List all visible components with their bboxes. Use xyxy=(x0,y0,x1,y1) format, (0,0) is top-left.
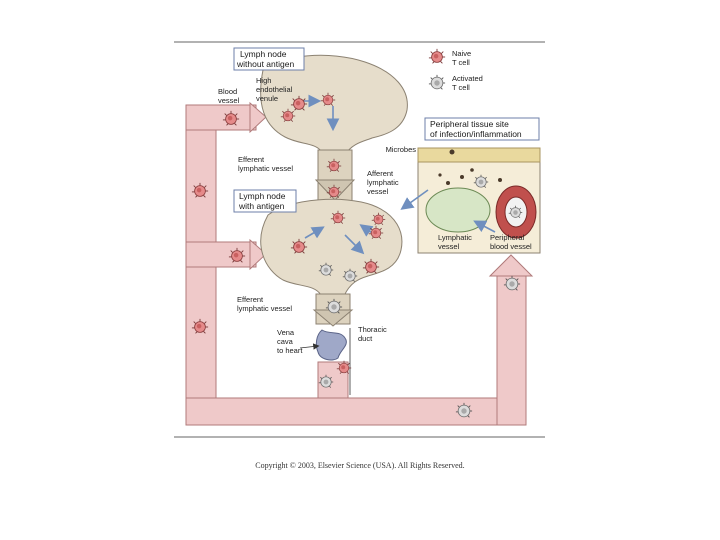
vena-cava xyxy=(315,329,347,361)
return-arrowhead xyxy=(488,254,534,277)
hev-label-line2: endothelial xyxy=(256,85,293,94)
copyright-caption: Copyright © 2003, Elsevier Science (USA)… xyxy=(255,461,464,470)
legend-naive-cell xyxy=(428,48,446,64)
ln-without-title-line1: Lymph node xyxy=(240,49,287,59)
afferent-label-line1: Afferent xyxy=(367,169,394,178)
inflow-chevron-middle xyxy=(249,238,267,271)
thoracic-label-line1: Thoracic xyxy=(358,325,387,334)
arrow-node-interior-1 xyxy=(344,234,365,255)
legend-naive-label-line1: Naive xyxy=(452,49,471,58)
blood-vessel-label-line1: Blood xyxy=(218,87,237,96)
peripheral-title-line1: Peripheral tissue site xyxy=(430,119,509,129)
legend-activated-label-line2: T cell xyxy=(452,83,470,92)
inflow-chevron-top xyxy=(249,101,267,134)
lymphatic-vessel-label-line1: Lymphatic xyxy=(438,233,472,242)
microbe-dots xyxy=(438,149,502,185)
efferent-top-label-line2: lymphatic vessel xyxy=(238,164,293,173)
peripheral-blood-label-line1: Peripheral xyxy=(490,233,525,242)
ln-without-antigen-box xyxy=(233,47,305,71)
lymphatic-vessel-shape xyxy=(425,187,491,233)
efferent-bottom-label-line2: lymphatic vessel xyxy=(237,304,292,313)
thoracic-label-line2: duct xyxy=(358,334,373,343)
epithelium-strip xyxy=(417,147,541,163)
lymph-node-with-antigen xyxy=(260,198,403,302)
hev-label-line3: venule xyxy=(256,94,278,103)
lymph-node-without-antigen xyxy=(260,54,408,159)
efferent-bottom-label-line1: Efferent xyxy=(237,295,264,304)
ln-without-title-line2: without antigen xyxy=(236,59,294,69)
arrow-afferent xyxy=(400,189,429,210)
microbes-label: Microbes xyxy=(386,145,417,154)
peripheral-site-box xyxy=(424,117,540,141)
afferent-label-line2: lymphatic xyxy=(367,178,399,187)
lymphatic-vessel-label-line2: vessel xyxy=(438,242,460,251)
hev-label-line1: High xyxy=(256,76,271,85)
vena-label-line3: to heart xyxy=(277,346,303,355)
legend-activated-label-line1: Activated xyxy=(452,74,483,83)
ln-with-title-line2: with antigen xyxy=(238,201,285,211)
arrow-to-peripheral xyxy=(473,220,496,233)
blood-vessel-label-line2: vessel xyxy=(218,96,240,105)
legend-activated-cell xyxy=(428,74,446,90)
ln-with-antigen-box xyxy=(233,189,297,213)
arrow-vena-cava xyxy=(299,343,320,350)
arrow-into-node-bottom xyxy=(304,226,325,239)
peripheral-title-line2: of infection/inflammation xyxy=(430,129,522,139)
afferent-label-line3: vessel xyxy=(367,187,389,196)
vena-label-line2: cava xyxy=(277,337,294,346)
vena-label-line1: Vena xyxy=(277,328,295,337)
peripheral-blood-label-line2: blood vessel xyxy=(490,242,532,251)
legend-naive-label-line2: T cell xyxy=(452,58,470,67)
ln-with-title-line1: Lymph node xyxy=(239,191,286,201)
efferent-top-label-line1: Efferent xyxy=(238,155,265,164)
